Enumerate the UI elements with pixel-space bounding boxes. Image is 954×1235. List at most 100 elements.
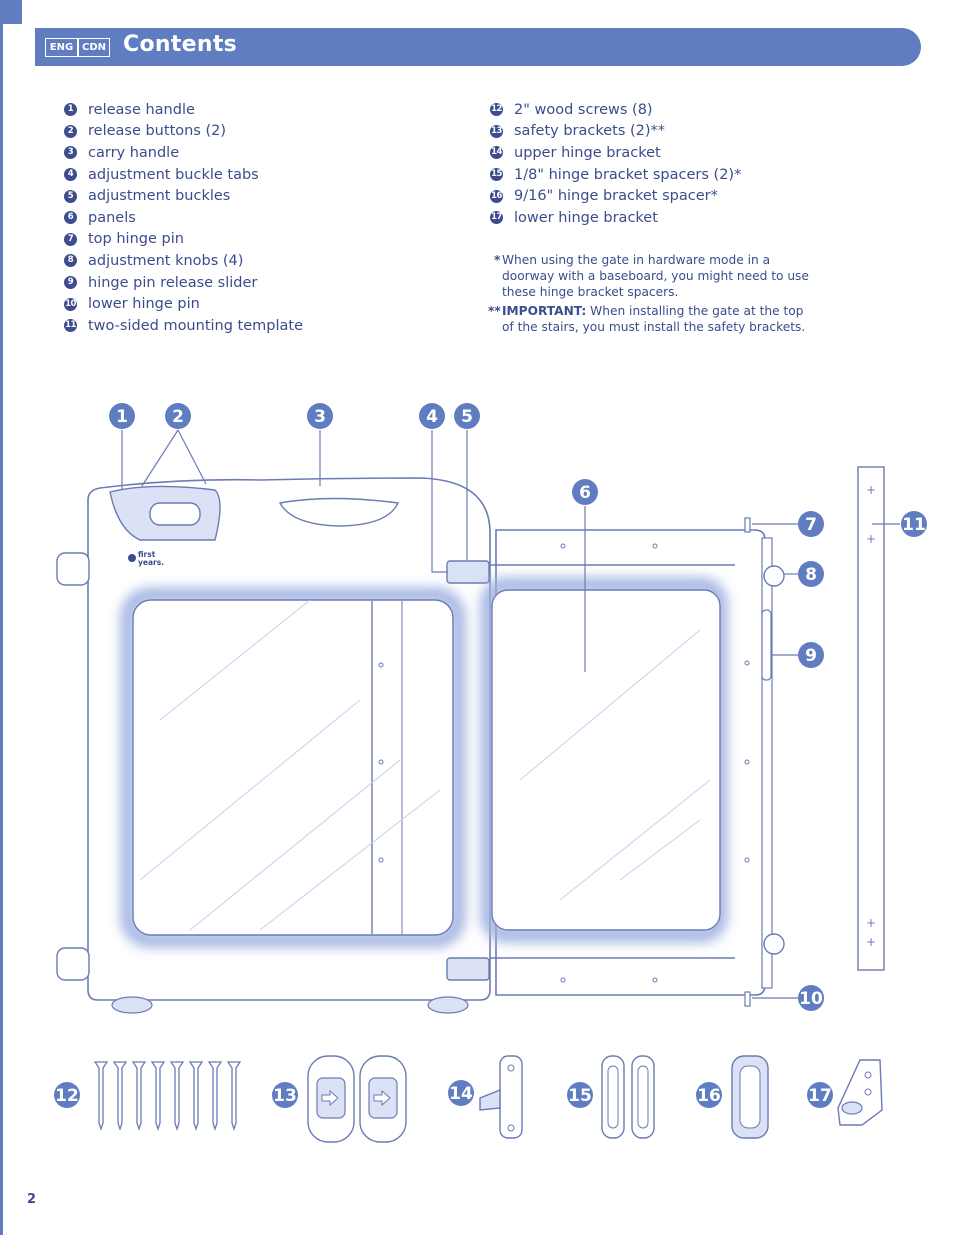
svg-text:9: 9 bbox=[805, 646, 817, 666]
lower-hinge-bracket bbox=[837, 1059, 883, 1126]
item-number-badge: 6 bbox=[64, 211, 77, 225]
item-label: safety brackets (2)** bbox=[514, 123, 666, 140]
item-label: hinge pin release slider bbox=[88, 274, 258, 291]
list-item: 17 lower hinge bracket bbox=[490, 207, 741, 229]
item-label: adjustment buckles bbox=[88, 188, 231, 205]
note-emphasis: IMPORTANT: bbox=[502, 303, 587, 318]
svg-text:14: 14 bbox=[449, 1084, 473, 1104]
note-spacers: * When using the gate in hardware mode i… bbox=[488, 252, 818, 301]
mounting-template: + + + + bbox=[857, 466, 885, 971]
list-item: 9 hinge pin release slider bbox=[64, 272, 303, 294]
item-label: carry handle bbox=[88, 144, 180, 161]
list-item: 4 adjustment buckle tabs bbox=[64, 164, 303, 186]
svg-text:+: + bbox=[866, 935, 876, 949]
svg-text:16: 16 bbox=[697, 1086, 721, 1106]
item-label: lower hinge bracket bbox=[514, 209, 658, 226]
item-number-badge: 8 bbox=[64, 254, 77, 268]
list-item: 13 safety brackets (2)** bbox=[490, 121, 741, 143]
svg-text:5: 5 bbox=[461, 407, 473, 427]
svg-text:+: + bbox=[866, 916, 876, 930]
svg-text:+: + bbox=[866, 483, 876, 497]
item-label: lower hinge pin bbox=[88, 296, 200, 313]
item-number-badge: 7 bbox=[64, 232, 77, 246]
item-number-badge: 12 bbox=[490, 103, 503, 117]
callout-8: 8 bbox=[798, 561, 824, 587]
svg-text:11: 11 bbox=[902, 515, 926, 535]
callout-leaders bbox=[121, 429, 900, 999]
left-edge-strip bbox=[0, 0, 3, 1235]
svg-text:13: 13 bbox=[273, 1086, 297, 1106]
svg-text:12: 12 bbox=[55, 1086, 79, 1106]
item-number-badge: 16 bbox=[490, 189, 503, 203]
item-label: 9/16" hinge bracket spacer* bbox=[514, 188, 718, 205]
list-item: 16 9/16" hinge bracket spacer* bbox=[490, 185, 741, 207]
callout-5: 5 bbox=[454, 403, 480, 429]
note-text: When installing the gate at the top of t… bbox=[502, 303, 806, 334]
item-label: 2" wood screws (8) bbox=[514, 101, 653, 118]
list-item: 7 top hinge pin bbox=[64, 229, 303, 251]
callout-4: 4 bbox=[419, 403, 445, 429]
list-item: 10 lower hinge pin bbox=[64, 293, 303, 315]
callout-6: 6 bbox=[572, 479, 598, 505]
item-number-badge: 1 bbox=[64, 103, 77, 117]
brand-logo-icon bbox=[128, 554, 136, 562]
svg-text:1: 1 bbox=[116, 407, 128, 427]
svg-text:15: 15 bbox=[568, 1086, 592, 1106]
callout-9: 9 bbox=[798, 642, 824, 668]
svg-text:10: 10 bbox=[799, 989, 823, 1009]
callout-14: 14 bbox=[448, 1080, 474, 1106]
svg-text:4: 4 bbox=[426, 407, 438, 427]
list-item: 6 panels bbox=[64, 207, 303, 229]
page-number: 2 bbox=[27, 1192, 37, 1207]
item-number-badge: 4 bbox=[64, 168, 77, 182]
item-number-badge: 9 bbox=[64, 276, 77, 290]
list-item: 1 release handle bbox=[64, 99, 303, 121]
note-important: ** IMPORTANT: When installing the gate a… bbox=[488, 303, 818, 335]
gate-left-panel: first years. bbox=[56, 477, 491, 1014]
language-tag-eng: ENG bbox=[45, 38, 78, 57]
item-number-badge: 11 bbox=[64, 319, 77, 333]
item-label: 1/8" hinge bracket spacers (2)* bbox=[514, 166, 742, 183]
item-label: panels bbox=[88, 209, 136, 226]
item-label: adjustment buckle tabs bbox=[88, 166, 259, 183]
svg-text:17: 17 bbox=[808, 1086, 832, 1106]
item-label: upper hinge bracket bbox=[514, 144, 661, 161]
callout-13: 13 bbox=[272, 1082, 298, 1108]
callout-7: 7 bbox=[798, 511, 824, 537]
safety-brackets bbox=[307, 1055, 407, 1143]
page-title: Contents bbox=[123, 32, 238, 57]
item-number-badge: 14 bbox=[490, 146, 503, 160]
callout-1: 1 bbox=[109, 403, 135, 429]
note-text: When using the gate in hardware mode in … bbox=[502, 253, 809, 300]
item-number-badge: 13 bbox=[490, 124, 503, 138]
gate-right-panel bbox=[481, 517, 785, 1007]
item-number-badge: 2 bbox=[64, 124, 77, 138]
svg-text:6: 6 bbox=[579, 483, 591, 503]
item-label: release buttons (2) bbox=[88, 123, 227, 140]
item-label: top hinge pin bbox=[88, 231, 184, 248]
callout-badges: 1 2 3 4 5 6 7 8 9 10 11 12 13 14 15 16 1… bbox=[54, 403, 927, 1108]
item-number-badge: 15 bbox=[490, 168, 503, 182]
callout-12: 12 bbox=[54, 1082, 80, 1108]
list-item: 12 2" wood screws (8) bbox=[490, 99, 741, 121]
callout-16: 16 bbox=[696, 1082, 722, 1108]
item-number-badge: 10 bbox=[64, 297, 77, 311]
language-tag-cdn: CDN bbox=[78, 38, 110, 57]
list-item: 11 two-sided mounting template bbox=[64, 315, 303, 337]
item-label: release handle bbox=[88, 101, 195, 118]
svg-text:8: 8 bbox=[805, 565, 817, 585]
corner-tab bbox=[0, 0, 22, 24]
item-number-badge: 17 bbox=[490, 211, 503, 225]
svg-text:3: 3 bbox=[314, 407, 326, 427]
wood-screws bbox=[93, 1061, 242, 1132]
list-item: 2 release buttons (2) bbox=[64, 121, 303, 143]
item-label: two-sided mounting template bbox=[88, 317, 303, 334]
note-marker: ** bbox=[488, 303, 501, 318]
callout-11: 11 bbox=[901, 511, 927, 537]
svg-text:7: 7 bbox=[805, 515, 817, 535]
callout-3: 3 bbox=[307, 403, 333, 429]
section-header: ENG CDN Contents bbox=[35, 28, 921, 66]
